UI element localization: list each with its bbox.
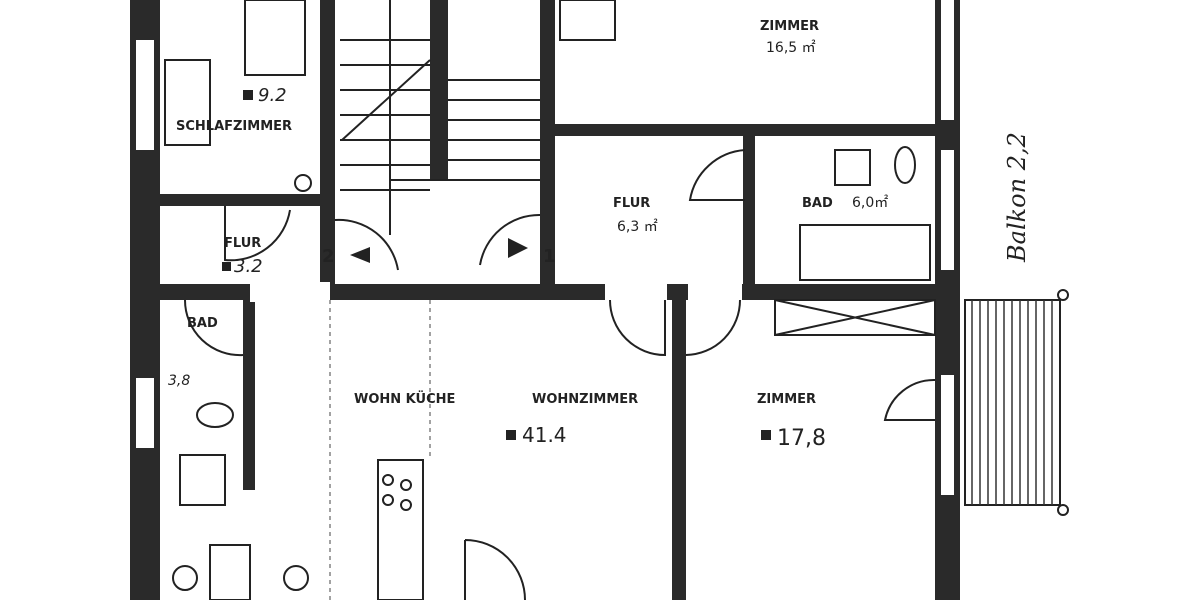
- wall-flur-bad: [743, 130, 755, 300]
- wall-schlaf-flur: [160, 194, 335, 206]
- zimmer-top-area: 16,5 ㎡: [766, 40, 816, 56]
- wall-wohn-zimmer: [672, 300, 686, 600]
- wohnzimmer-name: WOHNZIMMER: [532, 392, 638, 407]
- schlafzimmer-name: SCHLAFZIMMER: [176, 119, 292, 134]
- stair-core: [430, 0, 448, 180]
- balcony: Balkon 2,2: [964, 132, 1069, 516]
- bad-small-area: 3,8: [168, 373, 190, 389]
- walls: [130, 0, 960, 600]
- area-marker-icon: [761, 430, 771, 440]
- wohnzimmer-area: 41.4: [522, 423, 567, 447]
- wall-stair-left: [320, 0, 335, 300]
- flur-name: FLUR: [613, 196, 650, 211]
- stair-arrow-left-icon: [350, 247, 370, 263]
- window-left-bottom: [136, 378, 154, 448]
- opening-kitchen: [250, 282, 330, 302]
- area-marker-icon: [506, 430, 516, 440]
- window-left-top: [136, 40, 154, 150]
- window-right-top: [941, 0, 954, 120]
- door-gap-wohn: [605, 282, 667, 302]
- stair-marker-2: 2: [322, 246, 335, 267]
- room-labels: ZIMMER 16,5 ㎡ 9.2 SCHLAFZIMMER FLUR 3.2 …: [168, 19, 888, 451]
- fixtures: [164, 0, 936, 600]
- balcony-label: Balkon 2,2: [1003, 132, 1031, 263]
- stair-marker-1: 1: [543, 246, 556, 267]
- zimmer-right-name: ZIMMER: [757, 392, 816, 407]
- bad-name: BAD: [802, 196, 833, 211]
- wall-stair-right: [540, 0, 555, 300]
- window-right-mid: [941, 150, 954, 270]
- stair-arrow-right-icon: [508, 238, 528, 258]
- zimmer-right-area: 17,8: [777, 426, 826, 451]
- schlafzimmer-area: 9.2: [258, 85, 287, 106]
- wohnkueche-name: WOHN KÜCHE: [354, 391, 455, 407]
- zimmer-top-name: ZIMMER: [760, 19, 819, 34]
- stairs: 2 1: [322, 0, 556, 271]
- bad-area: 6,0㎡: [852, 195, 888, 211]
- bad-small-name: BAD: [187, 316, 218, 331]
- flur-small-area: 3.2: [234, 256, 263, 277]
- wall-bad-small: [243, 300, 255, 490]
- area-marker-icon: [222, 262, 231, 271]
- flur-small-name: FLUR: [224, 236, 261, 251]
- area-marker-icon: [243, 90, 253, 100]
- door-gap-zimmer: [688, 282, 742, 302]
- flur-area: 6,3 ㎡: [617, 219, 658, 235]
- window-right-bottom: [941, 375, 954, 495]
